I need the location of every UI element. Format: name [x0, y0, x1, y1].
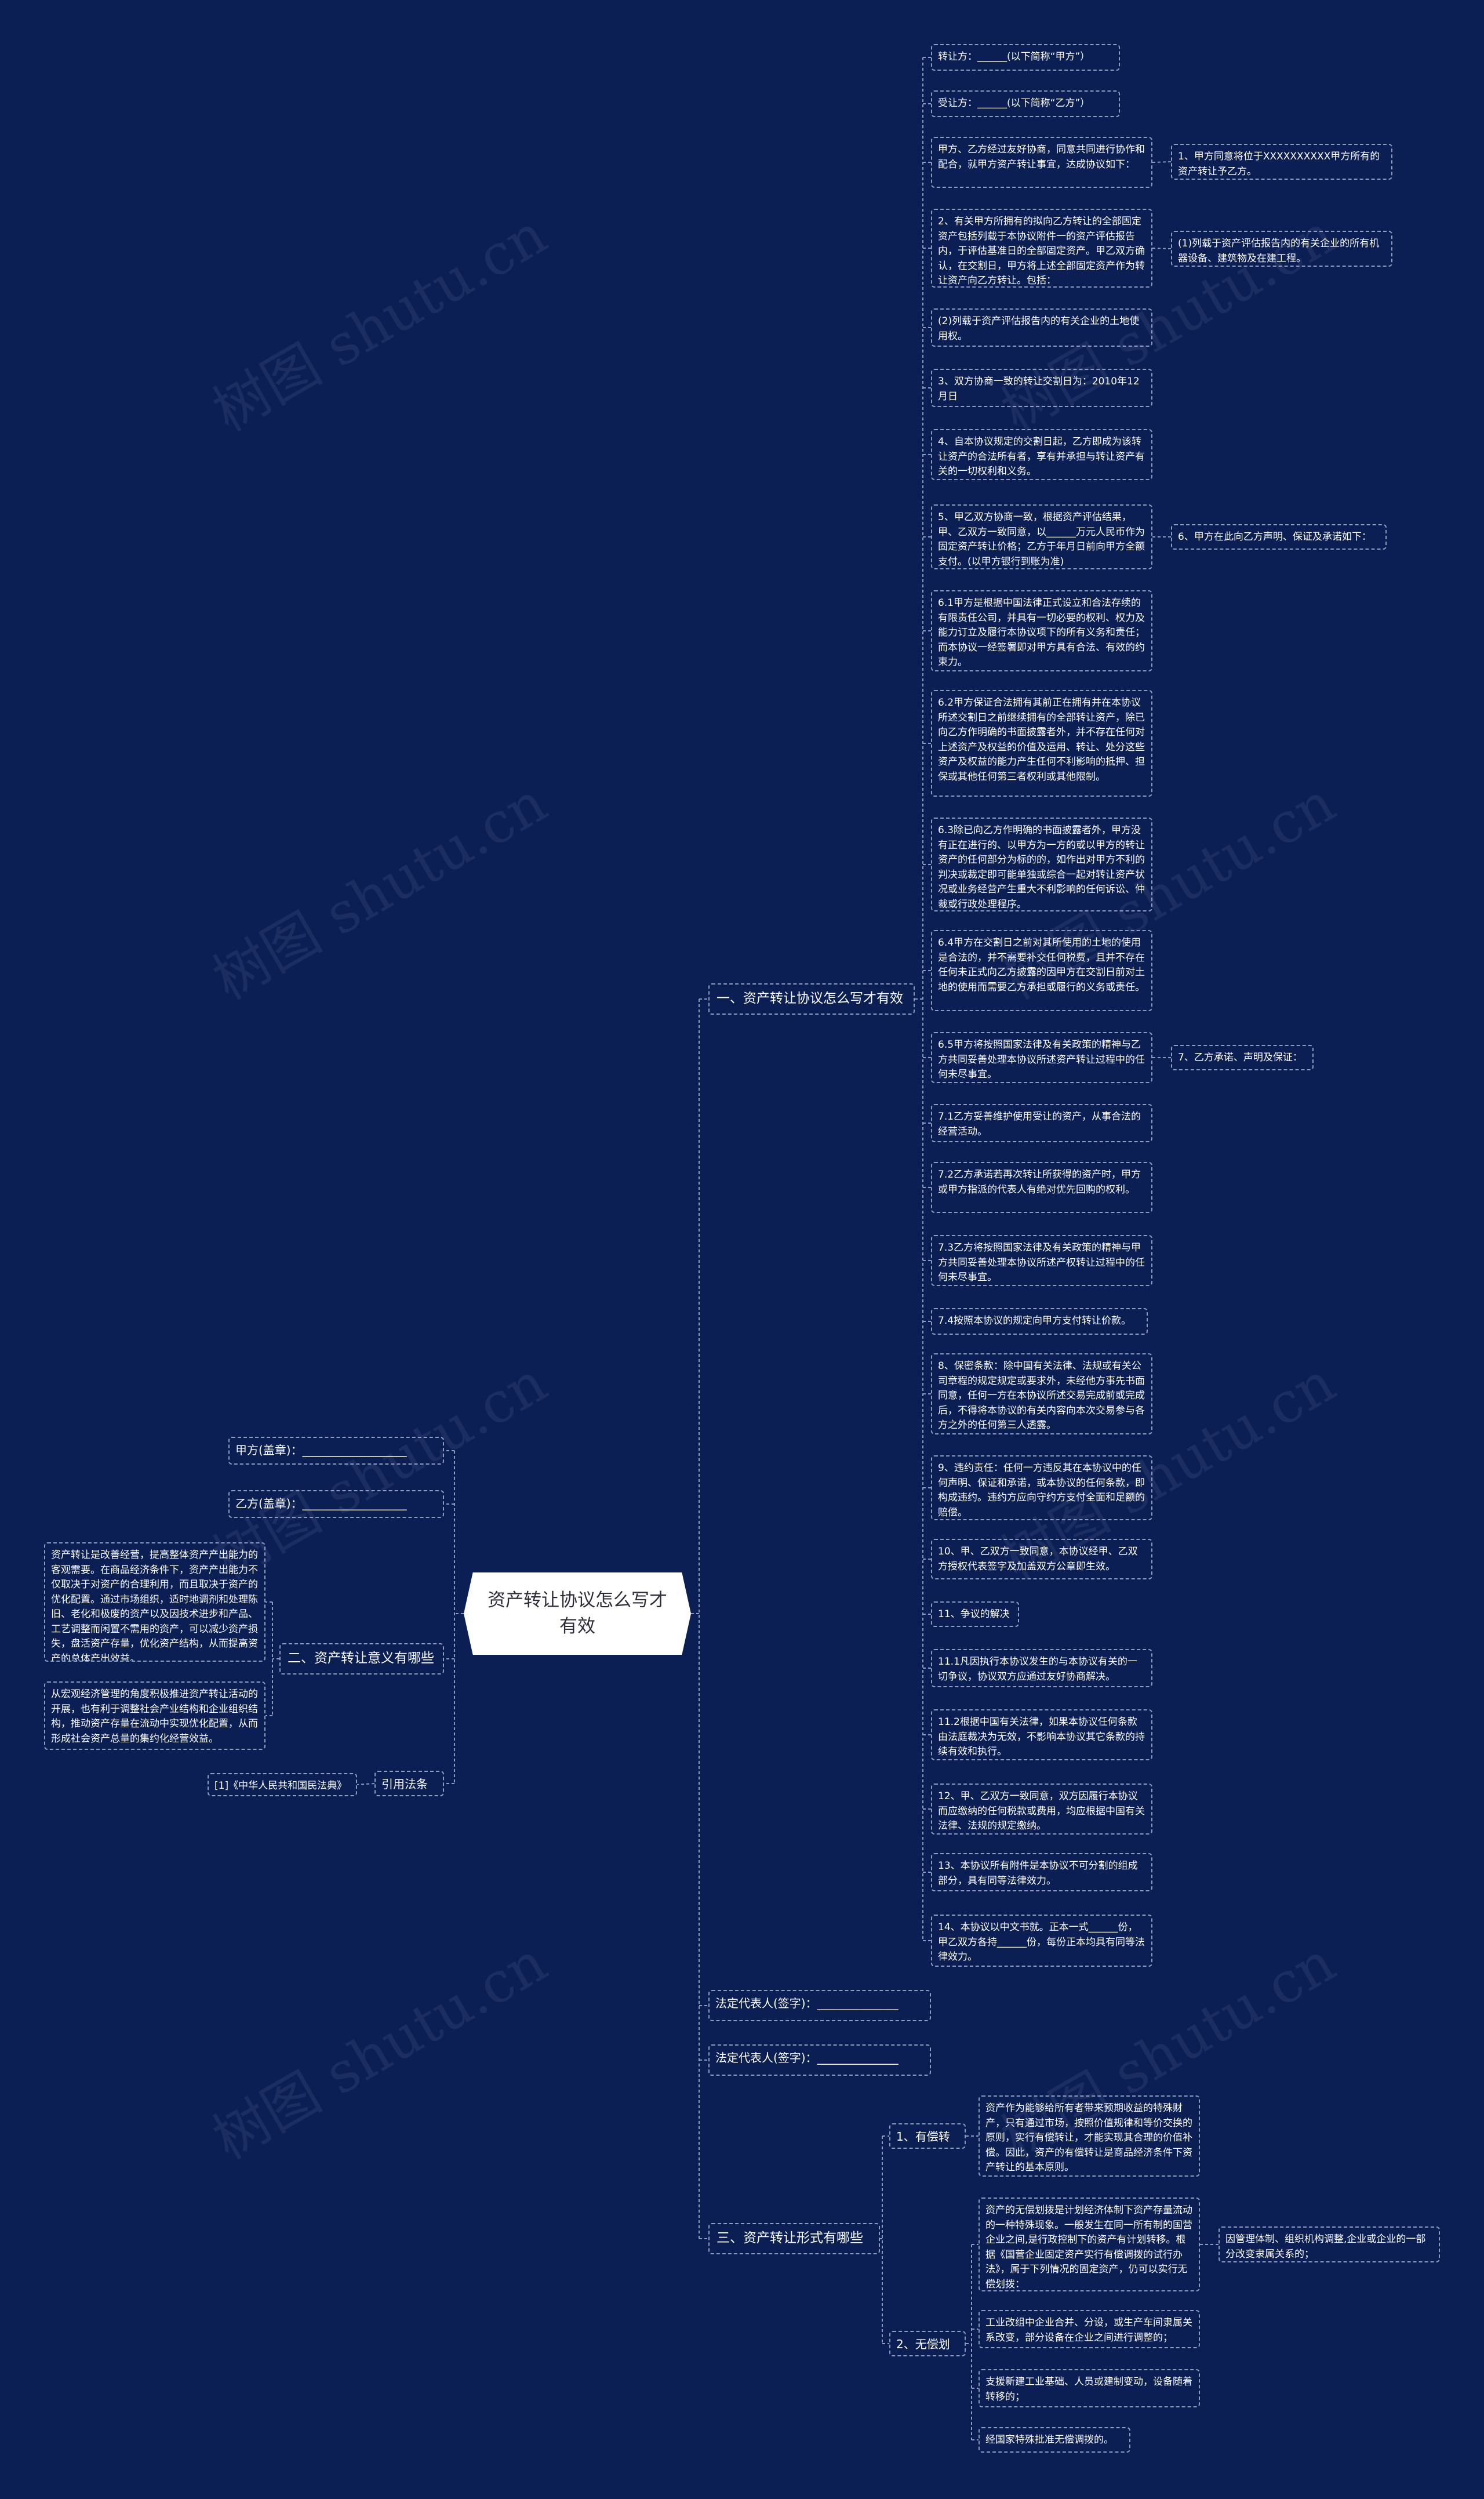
connector-line: [1152, 248, 1172, 249]
clause-item[interactable]: 11、争议的解决: [931, 1601, 1019, 1627]
clause-item[interactable]: 甲方、乙方经过友好协商，同意共同进行协作和配合，就甲方资产转让事宜，达成协议如下…: [931, 137, 1152, 188]
clause-item[interactable]: 6.1甲方是根据中国法律正式设立和合法存续的有限责任公司，并具有一切必要的权利、…: [931, 590, 1152, 671]
legal-rep-signature[interactable]: 法定代表人(签字)：______________: [708, 2044, 931, 2076]
clause-item[interactable]: 13、本协议所有附件是本协议不可分割的组成部分，具有同等法律效力。: [931, 1853, 1152, 1891]
clause-item[interactable]: 转让方：______(以下简称“甲方”）: [931, 44, 1120, 71]
clause-item[interactable]: 6.5甲方将按照国家法律及有关政策的精神与乙方共同妥善处理本协议所述资产转让过程…: [931, 1032, 1152, 1083]
free-allocation-desc[interactable]: 资产的无偿划拨是计划经济体制下资产存量流动的一种特殊现象。一般发生在同一所有制的…: [979, 2197, 1200, 2291]
party-a-seal[interactable]: 甲方(盖章)：__________________: [228, 1437, 444, 1465]
free-allocation-case[interactable]: 支援新建工业基础、人员或建制变动，设备随着转移的；: [979, 2369, 1200, 2407]
clause-item[interactable]: (2)列载于资产评估报告内的有关企业的土地使用权。: [931, 308, 1152, 347]
clause-item[interactable]: 4、自本协议规定的交割日起，乙方即成为该转让资产的合法所有者，享有并承担与转让资…: [931, 429, 1152, 480]
meaning-text[interactable]: 从宏观经济管理的角度积极推进资产转让活动的开展，也有利于调整社会产业结构和企业组…: [44, 1681, 265, 1750]
clause-item[interactable]: 受让方：______(以下简称“乙方”）: [931, 90, 1120, 117]
clause-detail[interactable]: 6、甲方在此向乙方声明、保证及承诺如下：: [1171, 524, 1387, 550]
clause-item[interactable]: 14、本协议以中文书就。正本一式______份，甲乙双方各持______份，每份…: [931, 1915, 1152, 1967]
clause-item[interactable]: 5、甲乙双方协商一致，根据资产评估结果，甲、乙双方一致同意，以______万元人…: [931, 504, 1152, 569]
clause-item[interactable]: 9、违约责任：任何一方违反其在本协议中的任何声明、保证和承诺，或本协议的任何条款…: [931, 1455, 1152, 1520]
cited-law-branch[interactable]: 引用法条: [374, 1771, 444, 1796]
clause-detail[interactable]: (1)列载于资产评估报告内的有关企业的所有机器设备、建筑物及在建工程。: [1171, 231, 1392, 267]
clause-item[interactable]: 11.1凡因执行本协议发生的与本协议有关的一切争议，协议双方应通过友好协商解决。: [931, 1649, 1152, 1687]
clause-item[interactable]: 11.2根据中国有关法律，如果本协议任何条款由法庭裁决为无效，不影响本协议其它条…: [931, 1709, 1152, 1760]
meaning-text[interactable]: 资产转让是改善经营，提高整体资产产出能力的客观需要。在商品经济条件下，资产产出能…: [44, 1542, 265, 1662]
clause-item[interactable]: 6.2甲方保证合法拥有其前正在拥有并在本协议所述交割日之前继续拥有的全部转让资产…: [931, 690, 1152, 797]
clause-item[interactable]: 6.3除已向乙方作明确的书面披露者外，甲方没有正在进行的、以甲方为一方的或以甲方…: [931, 818, 1152, 911]
clause-item[interactable]: 8、保密条款：除中国有关法律、法规或有关公司章程的规定规定或要求外，未经他方事先…: [931, 1353, 1152, 1434]
branch-transfer-meaning[interactable]: 二、资产转让意义有哪些: [279, 1643, 444, 1675]
clause-item[interactable]: 10、甲、乙双方一致同意，本协议经甲、乙双方授权代表签字及加盖双方公章即生效。: [931, 1539, 1152, 1579]
watermark: 树图 shutu.cn: [202, 1929, 558, 2172]
cited-law[interactable]: [1]《中华人民共和国民法典》: [208, 1773, 357, 1796]
connector-line: [357, 1783, 375, 1785]
clause-item[interactable]: 2、有关甲方所拥有的拟向乙方转让的全部固定资产包括列载于本协议附件一的资产评估报…: [931, 209, 1152, 288]
branch-transfer-forms[interactable]: 三、资产转让形式有哪些: [708, 2223, 880, 2254]
free-allocation-detail[interactable]: 因管理体制、组织机构调整,企业或企业的一部分改变隶属关系的；: [1219, 2226, 1440, 2262]
root-topic[interactable]: 资产转让协议怎么写才有效: [464, 1572, 691, 1655]
watermark: 树图 shutu.cn: [202, 201, 558, 444]
free-allocation[interactable]: 2、无偿划拨: [889, 2331, 966, 2356]
clause-item[interactable]: 12、甲、乙双方一致同意，双方因履行本协议而应缴纳的任何税款或费用，均应根据中国…: [931, 1784, 1152, 1835]
clause-item[interactable]: 3、双方协商一致的转让交割日为：2010年12月日: [931, 369, 1152, 407]
paid-transfer[interactable]: 1、有偿转让: [889, 2123, 966, 2149]
clause-item[interactable]: 7.2乙方承诺若再次转让所获得的资产时，甲方或甲方指派的代表人有绝对优先回购的权…: [931, 1162, 1152, 1213]
clause-item[interactable]: 7.4按照本协议的规定向甲方支付转让价款。: [931, 1308, 1148, 1335]
clause-detail[interactable]: 1、甲方同意将位于XXXXXXXXXX甲方所有的资产转让予乙方。: [1171, 144, 1392, 180]
clause-item[interactable]: 7.1乙方妥善维护使用受让的资产，从事合法的经营活动。: [931, 1104, 1152, 1142]
branch-validity[interactable]: 一、资产转让协议怎么写才有效: [708, 983, 915, 1015]
clause-item[interactable]: 6.4甲方在交割日之前对其所使用的土地的使用是合法的，并不需要补交任何税费，且并…: [931, 930, 1152, 1011]
free-allocation-case[interactable]: 工业改组中企业合并、分设，或生产车间隶属关系改变，部分设备在企业之间进行调整的；: [979, 2310, 1200, 2348]
watermark: 树图 shutu.cn: [202, 769, 558, 1012]
free-allocation-case[interactable]: 经国家特殊批准无偿调拨的。: [979, 2427, 1130, 2453]
paid-transfer-desc[interactable]: 资产作为能够给所有者带来预期收益的特殊财产，只有通过市场，按照价值规律和等价交换…: [979, 2095, 1200, 2177]
party-b-seal[interactable]: 乙方(盖章)：__________________: [228, 1490, 444, 1518]
clause-detail[interactable]: 7、乙方承诺、声明及保证：: [1171, 1045, 1314, 1070]
clause-item[interactable]: 7.3乙方将按照国家法律及有关政策的精神与甲方共同妥善处理本协议所述产权转让过程…: [931, 1235, 1152, 1286]
legal-rep-signature[interactable]: 法定代表人(签字)：______________: [708, 1990, 931, 2021]
